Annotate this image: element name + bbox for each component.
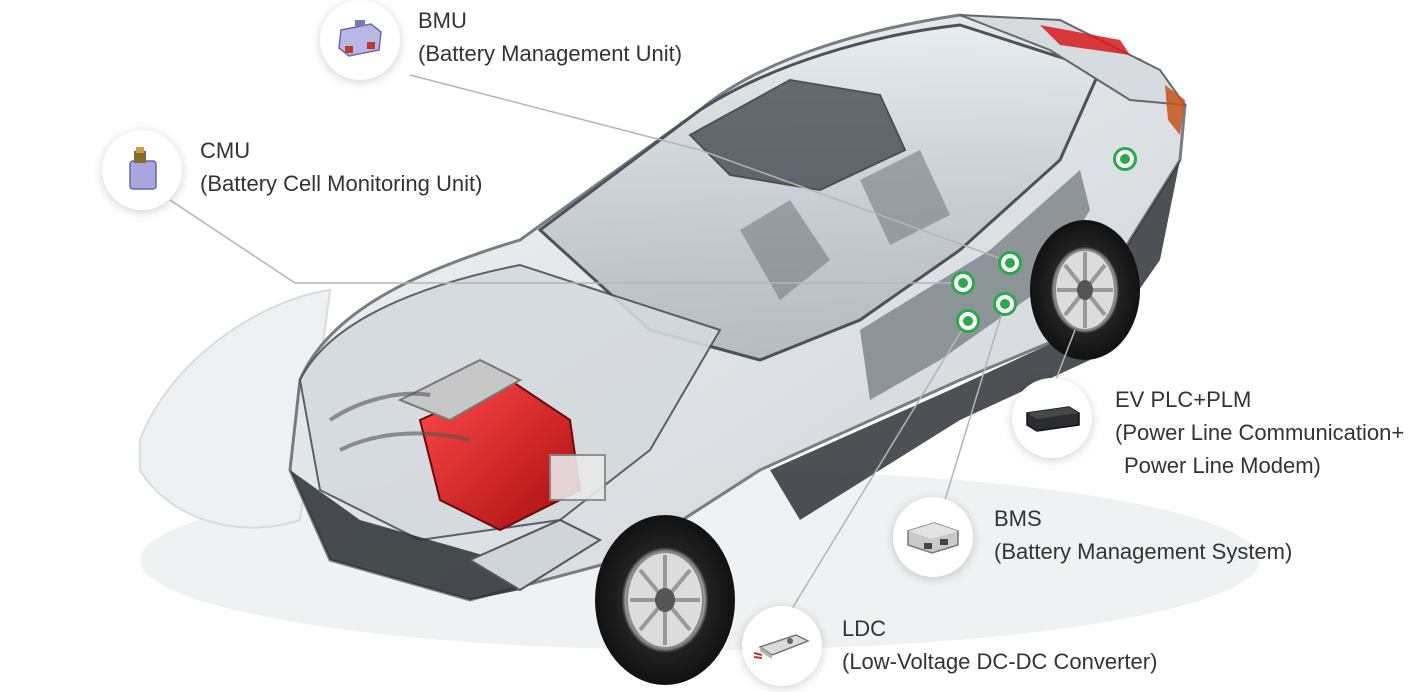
cmu-description: (Battery Cell Monitoring Unit) <box>200 171 483 196</box>
car-reflection <box>139 288 332 529</box>
bmu-module-icon <box>338 20 382 57</box>
bmu-thumbnail[interactable] <box>320 0 400 80</box>
door-window <box>860 170 1090 400</box>
door-side <box>770 160 1180 520</box>
cmu-label: CMU (Battery Cell Monitoring Unit) <box>200 134 482 200</box>
rear-light <box>1040 25 1130 55</box>
marker-cmu[interactable] <box>951 271 975 295</box>
cmu-thumbnail[interactable] <box>102 130 182 210</box>
ldc-description: (Low-Voltage DC-DC Converter) <box>842 649 1158 674</box>
ldc-converter-icon <box>753 634 810 659</box>
bmu-name: BMU <box>418 8 467 33</box>
marker-ldc[interactable] <box>956 309 980 333</box>
plc-thumbnail[interactable] <box>1012 378 1092 458</box>
bmu-label: BMU (Battery Management Unit) <box>418 4 682 70</box>
plc-label: EV PLC+PLM (Power Line Communication+ Po… <box>1115 383 1404 482</box>
leader-line-bms <box>944 302 1006 501</box>
front-wheel <box>595 515 735 685</box>
car-cabin <box>537 23 1103 362</box>
leader-line-bmu <box>409 74 1011 263</box>
bms-label: BMS (Battery Management System) <box>994 502 1292 568</box>
ldc-thumbnail[interactable] <box>742 606 822 686</box>
plc-description: (Power Line Communication+ <box>1115 420 1405 445</box>
rear-wheel <box>1030 220 1140 360</box>
radiator-pipes <box>328 391 471 452</box>
marker-bms[interactable] <box>993 292 1017 316</box>
plc-box-icon <box>1026 406 1080 432</box>
rear-deck <box>959 14 1188 107</box>
sunroof <box>688 78 907 192</box>
bms-name: BMS <box>994 506 1042 531</box>
cmu-module-icon <box>129 147 157 190</box>
ldc-label: LDC (Low-Voltage DC-DC Converter) <box>842 612 1157 678</box>
plc-name: EV PLC+PLM <box>1115 387 1252 412</box>
seat-left <box>740 200 830 300</box>
plc-description-line2: Power Line Modem) <box>1124 453 1321 478</box>
bms-module-icon <box>907 522 959 554</box>
ldc-name: LDC <box>842 616 887 641</box>
leader-line-ldc <box>789 319 969 613</box>
seat-right <box>860 150 950 245</box>
cmu-name: CMU <box>200 138 251 163</box>
bms-thumbnail[interactable] <box>893 497 973 577</box>
marker-plc[interactable] <box>1113 147 1137 171</box>
bmu-description: (Battery Management Unit) <box>418 41 683 66</box>
marker-bmu[interactable] <box>998 251 1022 275</box>
engine-cover <box>397 358 523 422</box>
engine-box <box>549 454 606 501</box>
leader-line-cmu <box>169 199 963 284</box>
rear-light-side <box>1165 85 1185 135</box>
headlight <box>467 518 603 592</box>
front-bumper <box>290 470 520 600</box>
leader-lines <box>169 74 1076 613</box>
bms-description: (Battery Management System) <box>994 539 1293 564</box>
